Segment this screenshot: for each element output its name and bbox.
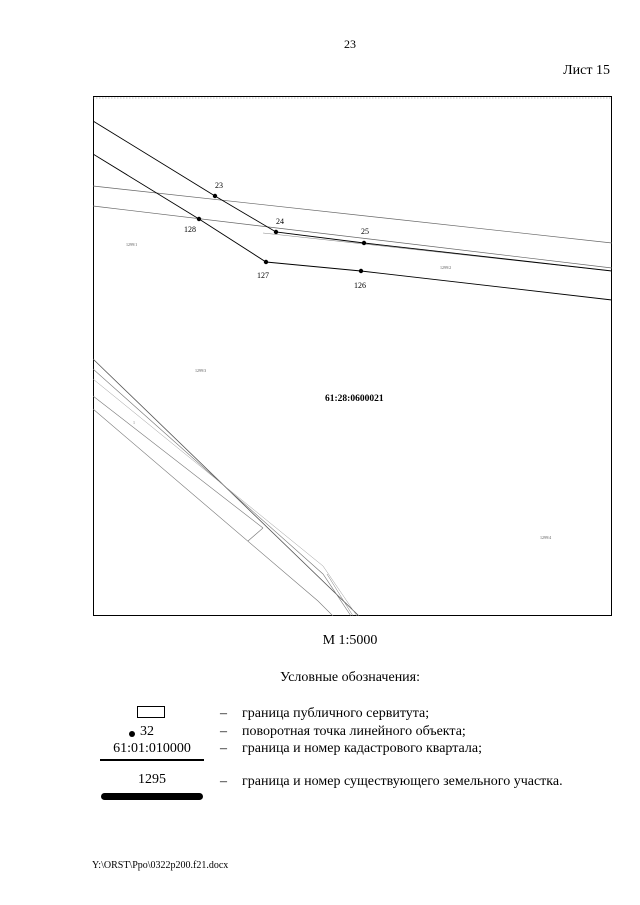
point-24-dot[interactable] bbox=[273, 229, 279, 235]
legend-symbol-servitude bbox=[96, 704, 208, 726]
point-23-label: 23 bbox=[215, 181, 223, 190]
road2-notch bbox=[247, 527, 264, 542]
legend-symbol-parcel: 1295 bbox=[96, 768, 208, 800]
road2-edge-4 bbox=[93, 408, 334, 616]
legend-item-turning-point: 32 – поворотная точка линейного объекта; bbox=[0, 722, 640, 744]
map-canvas[interactable]: 23 24 25 126 127 128 1299/1 1299/2 1299/… bbox=[93, 96, 612, 616]
servitude-line-lower bbox=[93, 153, 612, 301]
parcel-label-3: 1299/3 bbox=[195, 368, 206, 373]
legend-text-parcel: граница и номер существующего земельного… bbox=[242, 774, 563, 789]
legend-item-parcel: 1295 – граница и номер существующего зем… bbox=[0, 772, 640, 800]
map-border bbox=[93, 96, 612, 616]
point-127-dot[interactable] bbox=[263, 259, 269, 265]
road2-edge-6 bbox=[326, 573, 354, 616]
point-25-label: 25 bbox=[361, 227, 369, 236]
sheet-label: Лист 15 bbox=[563, 63, 610, 78]
legend-symbol-point-number: 32 bbox=[140, 724, 154, 739]
legend-dash: – bbox=[220, 741, 227, 756]
road2-edge-2 bbox=[93, 368, 352, 616]
legend-dash: – bbox=[220, 724, 227, 739]
legend-symbol-turning-point: 32 bbox=[96, 722, 208, 744]
small-mark: 1 bbox=[133, 420, 135, 425]
road-edge-lower bbox=[93, 205, 612, 269]
legend-symbol-parcel-number: 1295 bbox=[138, 772, 166, 787]
dot-symbol-icon bbox=[129, 731, 135, 737]
cadastral-quarter-label: 61:28:0600021 bbox=[325, 394, 384, 404]
point-126-dot[interactable] bbox=[358, 268, 364, 274]
servitude-line-upper bbox=[93, 120, 612, 272]
scale-label: М 1:5000 bbox=[322, 633, 378, 648]
legend-dash: – bbox=[220, 774, 227, 789]
legend-item-servitude: – граница публичного сервитута; bbox=[0, 704, 640, 726]
legend-dash: – bbox=[220, 706, 227, 721]
point-126-label: 126 bbox=[354, 281, 366, 290]
rect-symbol-icon bbox=[137, 706, 165, 718]
cadastral-line-symbol bbox=[100, 759, 204, 761]
legend-title: Условные обозначения: bbox=[279, 670, 421, 685]
point-128-dot[interactable] bbox=[196, 216, 202, 222]
legend-text-turning-point: поворотная точка линейного объекта; bbox=[242, 724, 466, 739]
road2-edge-3 bbox=[93, 395, 264, 529]
point-128-label: 128 bbox=[184, 225, 196, 234]
point-24-label: 24 bbox=[276, 217, 284, 226]
parcel-label-2: 1299/2 bbox=[440, 265, 451, 270]
legend-text-cadastral: граница и номер кадастрового квартала; bbox=[242, 741, 482, 756]
legend-symbol-quarter-number: 61:01:010000 bbox=[113, 741, 191, 756]
parcel-label-1: 1299/1 bbox=[126, 242, 137, 247]
parcel-label-4: 1299/4 bbox=[540, 535, 551, 540]
legend-item-cadastral: 61:01:010000 – граница и номер кадастров… bbox=[0, 739, 640, 761]
point-23-dot[interactable] bbox=[212, 193, 218, 199]
parcel-line-symbol bbox=[101, 793, 203, 800]
file-path: Y:\ORST\Ppo\0322p200.f21.docx bbox=[92, 860, 229, 871]
point-25-dot[interactable] bbox=[361, 240, 367, 246]
legend-text-servitude: граница публичного сервитута; bbox=[242, 706, 430, 721]
map-frame[interactable]: 23 24 25 126 127 128 1299/1 1299/2 1299/… bbox=[93, 96, 612, 616]
road2-edge-5 bbox=[93, 378, 358, 616]
legend-symbol-cadastral: 61:01:010000 bbox=[96, 739, 208, 761]
road-edge-upper bbox=[93, 185, 612, 244]
point-127-label: 127 bbox=[257, 271, 269, 280]
page-number: 23 bbox=[344, 37, 356, 51]
